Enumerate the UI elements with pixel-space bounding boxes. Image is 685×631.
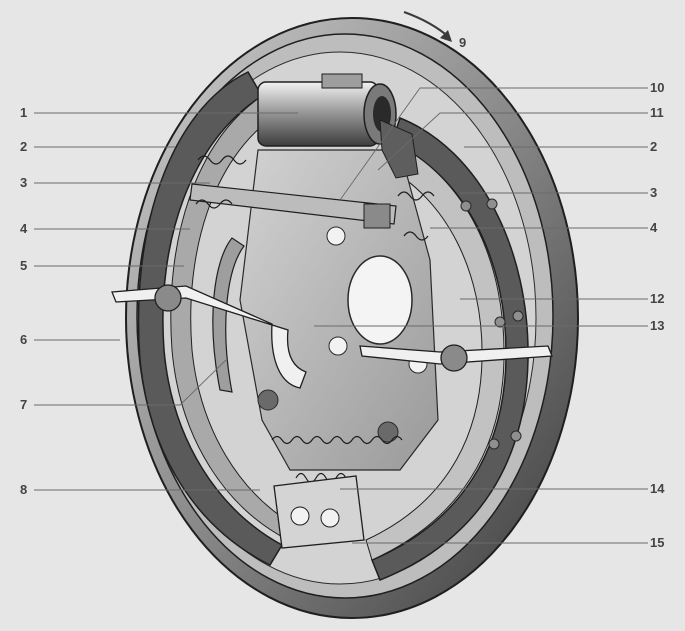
callout-3-left: 3 [20, 175, 28, 190]
callout-12: 12 [650, 291, 665, 306]
callout-4-right: 4 [650, 220, 658, 235]
lower-return-springs [271, 435, 403, 484]
leader-10 [339, 87, 648, 201]
callout-2-right: 2 [650, 139, 658, 154]
callout-10: 10 [650, 80, 665, 95]
callout-2-left: 2 [20, 139, 28, 154]
leader-7 [34, 359, 227, 406]
callout-13: 13 [650, 318, 665, 333]
right-brake-shoe [365, 117, 529, 581]
leader-lines [34, 87, 648, 544]
callout-4-left: 4 [20, 221, 28, 236]
callout-14: 14 [650, 481, 665, 496]
rotation-arrow-icon [403, 11, 452, 42]
shoe-retaining-wire [111, 284, 553, 389]
upper-return-springs [195, 155, 435, 241]
callout-6: 6 [20, 332, 28, 347]
callout-3-right: 3 [650, 185, 658, 200]
callout-7: 7 [20, 397, 28, 412]
leader-11 [377, 112, 648, 171]
anchor-plate [273, 475, 365, 549]
callout-15: 15 [650, 535, 665, 550]
callout-9: 9 [459, 35, 467, 50]
callout-11: 11 [650, 105, 664, 120]
adjuster-strut [189, 183, 397, 229]
callout-5: 5 [20, 258, 28, 273]
callout-8: 8 [20, 482, 28, 497]
central-plate [239, 149, 439, 471]
parking-brake-lever [212, 237, 245, 393]
callout-1: 1 [20, 105, 28, 120]
